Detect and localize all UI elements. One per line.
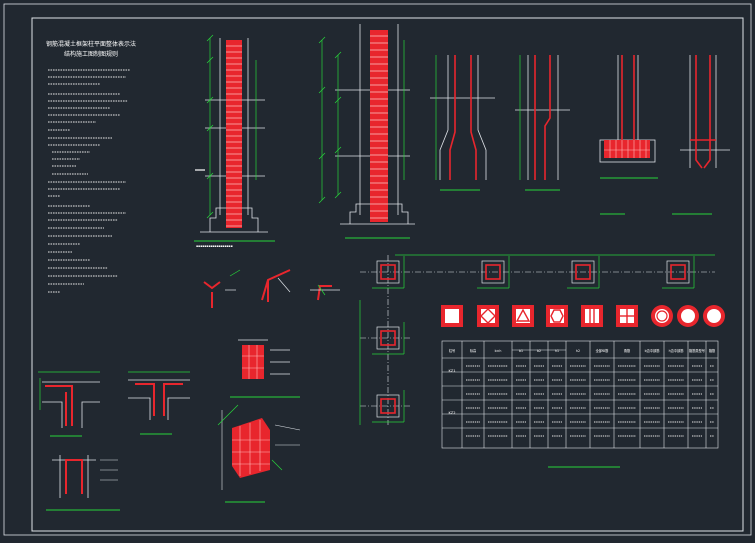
table-col-header: 全部纵筋	[596, 348, 609, 353]
column-section-table: 柱号 标高 b×h b1 b2 h1 h2 全部纵筋 角筋 b边中部筋 h边中部筋箍筋类型号箍筋 KZ…	[441, 340, 719, 468]
stirrup-type-icon	[581, 305, 603, 327]
table-col-header: h边中部筋	[669, 348, 684, 353]
column-elevation-2	[318, 24, 415, 239]
stirrup-type-icon	[546, 305, 568, 327]
table-row-group: KZ1	[448, 369, 455, 373]
table-row-group: KZ2	[448, 411, 455, 415]
plan-column	[477, 256, 510, 289]
stirrup-type-icon	[677, 305, 699, 327]
table-col-header: 角筋	[624, 348, 630, 353]
detail-elevations	[430, 55, 730, 215]
table-col-header: b2	[537, 349, 541, 353]
table-col-header: h2	[576, 349, 580, 353]
table-col-header: h1	[555, 349, 559, 353]
plan-column	[567, 256, 600, 289]
column-elevation-1: ▪▪▪▪▪▪▪▪▪▪▪▪▪▪▪▪▪▪	[194, 34, 275, 248]
table-col-header: 柱号	[449, 348, 455, 353]
column-rebar-section-detail	[230, 339, 300, 398]
column-3d-cage-detail	[217, 404, 301, 503]
stirrup-type-icon	[441, 305, 463, 327]
sheet-frame	[3, 3, 752, 536]
beam-column-joint-details	[38, 371, 190, 511]
notes-title-line2: 结构施工图制图规则	[64, 50, 118, 58]
general-notes: 钢筋混凝土框架柱平面整体表示法 结构施工图制图规则	[46, 40, 136, 293]
stirrup-type-icon	[703, 305, 725, 327]
notes-title-line1: 钢筋混凝土框架柱平面整体表示法	[46, 40, 136, 48]
stirrup-type-icon	[651, 305, 673, 327]
stirrup-type-icon	[477, 305, 499, 327]
table-col-header: b边中部筋	[645, 348, 660, 353]
table-col-header: b1	[519, 349, 523, 353]
table-col-header: 标高	[470, 348, 476, 353]
table-col-header: b×h	[495, 349, 502, 353]
stirrup-type-icons	[441, 305, 725, 327]
plan-column	[372, 256, 405, 289]
plan-column	[372, 390, 405, 423]
stirrup-type-icon	[616, 305, 638, 327]
table-col-header: 箍筋类型号	[689, 348, 705, 353]
stirrup-type-icon	[512, 305, 534, 327]
plan-column	[372, 322, 405, 355]
table-col-header: 箍筋	[709, 348, 715, 353]
column-plan-grid	[359, 254, 715, 425]
plan-column	[662, 256, 695, 289]
elevation-1-caption-mark: ▪▪▪▪▪▪▪▪▪▪▪▪▪▪▪▪▪▪	[196, 244, 233, 248]
hook-details	[203, 269, 340, 308]
